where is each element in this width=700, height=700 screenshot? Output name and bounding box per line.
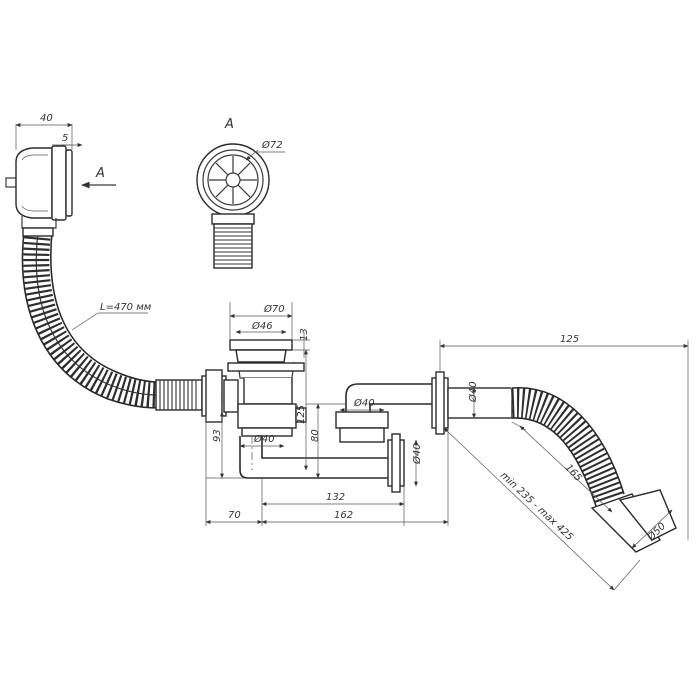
dim-d72: Ø72 — [261, 139, 283, 151]
dim-d40-right: Ø40 — [467, 381, 479, 403]
dim-13: 13 — [299, 328, 310, 341]
dim-d40-mid: Ø40 — [353, 397, 375, 409]
dim-70-bottom: 70 — [228, 510, 241, 521]
siphon-body — [201, 339, 513, 493]
dim-d40-outlet: Ø40 — [411, 443, 423, 465]
hose-length-callout: L=470 мм — [71, 302, 152, 331]
dim-132: 132 — [326, 492, 345, 503]
dim-162: 162 — [334, 510, 353, 521]
hose-straight-section — [155, 379, 203, 411]
view-a-label: A — [224, 117, 234, 132]
view-arrow: A — [81, 166, 116, 189]
grille-spoke — [237, 184, 251, 198]
grille-spoke — [237, 162, 251, 176]
dim-5-top: 5 — [62, 133, 68, 144]
front-diameter-dimension: Ø72 — [245, 139, 285, 161]
dim-d46: Ø46 — [251, 320, 273, 332]
view-arrow-label: A — [95, 166, 105, 181]
flexible-overflow-hose — [21, 227, 203, 411]
hose-length-label: L=470 мм — [100, 302, 152, 313]
grille-spoke — [215, 162, 229, 176]
dim-125-vertical: 125 — [296, 405, 307, 424]
dim-125-top: 125 — [560, 334, 579, 345]
dim-range: min 235 - max 425 — [498, 470, 575, 543]
overflow-front-view: A — [196, 117, 270, 269]
corrugated-outlet-hose — [510, 385, 677, 553]
dim-d40-trap: Ø40 — [253, 433, 275, 445]
dim-d70: Ø70 — [263, 303, 285, 315]
dim-80: 80 — [310, 429, 321, 442]
dim-40-top: 40 — [40, 113, 53, 124]
grille-spoke — [215, 184, 229, 198]
overflow-width-dimension: 40 5 — [15, 113, 83, 150]
overflow-head-side-view — [5, 145, 73, 229]
dim-93: 93 — [212, 429, 223, 442]
